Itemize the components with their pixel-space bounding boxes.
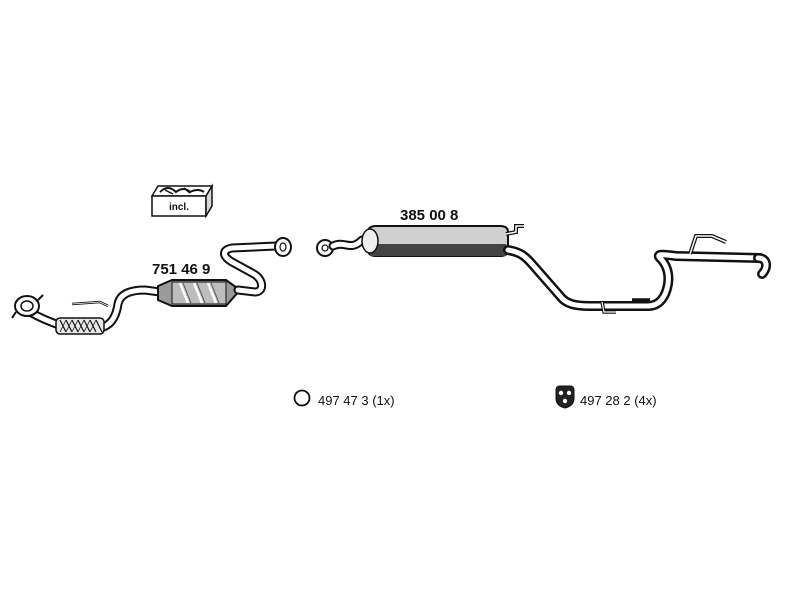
front-flange: [11, 294, 44, 319]
legend-ring-text: 497 47 3 (1x): [318, 393, 395, 408]
catalytic-converter: [157, 279, 242, 307]
legend-item-rubber-mount: 497 28 2 (4x): [555, 385, 657, 409]
front-pipe-assembly: 751 46 9: [11, 237, 292, 335]
legend-item-ring: 497 47 3 (1x): [293, 389, 395, 408]
front-pipe-outlet-flange: [274, 237, 292, 257]
rear-silencer-assembly: 385 00 8: [316, 207, 772, 314]
ring-icon: [293, 389, 311, 407]
mounting-kit-icon: incl.: [150, 183, 214, 219]
legend-mount-text: 497 28 2 (4x): [580, 393, 657, 408]
flex-joint: [55, 317, 105, 335]
kit-incl-label: incl.: [169, 202, 189, 213]
part-number-751469: 751 46 9: [152, 261, 210, 278]
rear-silencer-body: [361, 225, 509, 257]
part-number-385008: 385 00 8: [400, 207, 458, 224]
rubber-mount-icon: [555, 385, 575, 409]
